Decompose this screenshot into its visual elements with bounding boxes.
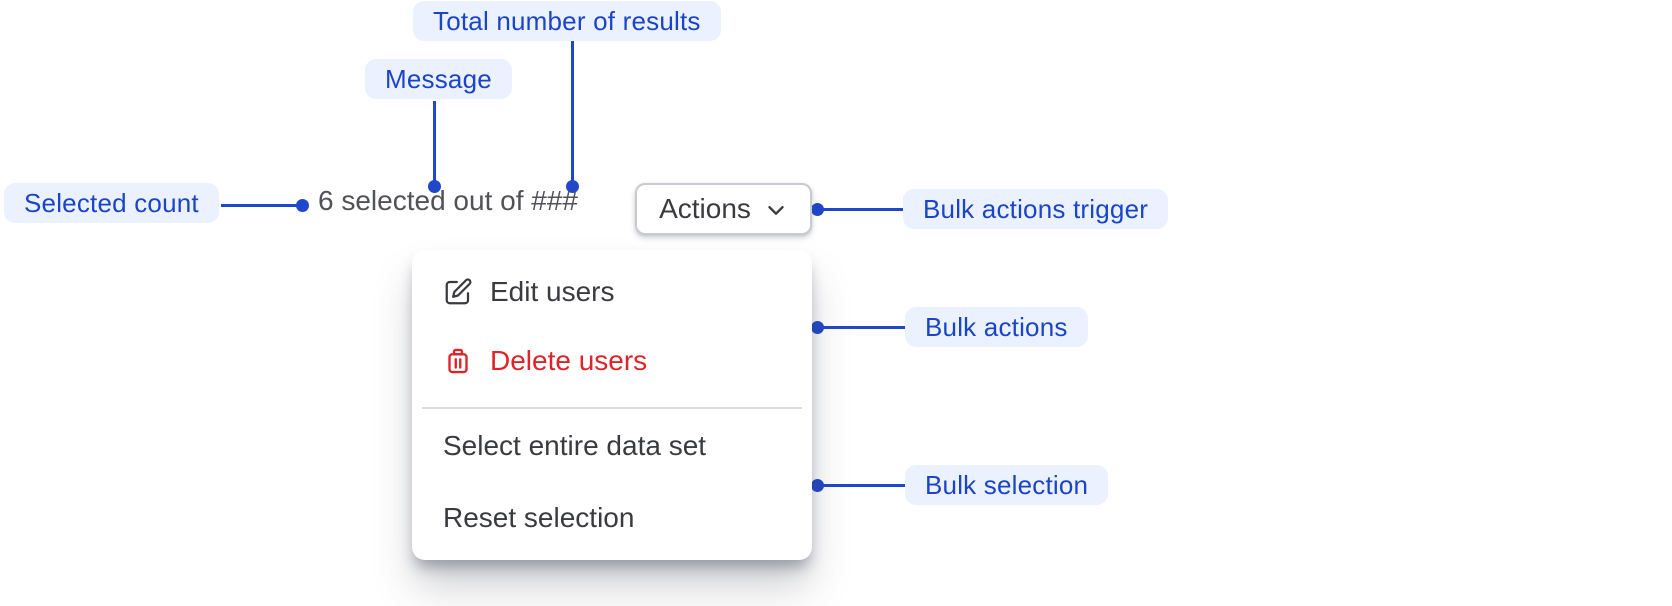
- connector-dot-total-results: [566, 180, 579, 193]
- connector-line-bulk-actions-trigger: [823, 208, 903, 211]
- menu-item-label: Delete users: [490, 345, 648, 376]
- menu-divider: [422, 407, 802, 409]
- connector-dot-bulk-actions-trigger: [811, 203, 824, 216]
- trash-icon: [443, 346, 473, 376]
- connector-line-message: [433, 101, 436, 185]
- bulk-actions-menu: Edit users Delete users Select entire da…: [412, 250, 812, 560]
- actions-button-label: Actions: [659, 193, 751, 224]
- annotation-badge-message: Message: [365, 59, 512, 99]
- connector-dot-selected-count: [296, 199, 309, 212]
- connector-dot-message: [428, 180, 441, 193]
- annotation-badge-total-results: Total number of results: [413, 1, 721, 41]
- menu-item-select-entire-data-set[interactable]: Select entire data set: [412, 422, 812, 470]
- connector-line-bulk-actions: [823, 326, 905, 329]
- annotation-badge-bulk-selection: Bulk selection: [905, 465, 1109, 505]
- selection-message: 6 selected out of ###: [318, 185, 578, 216]
- menu-item-label: Edit users: [490, 276, 615, 307]
- connector-dot-bulk-actions: [811, 321, 824, 334]
- connector-dot-bulk-selection: [811, 479, 824, 492]
- connector-line-bulk-selection: [823, 484, 905, 487]
- annotation-badge-bulk-actions-trigger: Bulk actions trigger: [903, 189, 1169, 229]
- actions-button[interactable]: Actions: [635, 183, 812, 235]
- menu-item-edit-users[interactable]: Edit users: [412, 268, 812, 316]
- connector-line-total-results: [571, 41, 574, 185]
- chevron-down-icon: [764, 198, 788, 222]
- edit-pencil-icon: [443, 277, 473, 307]
- annotation-badge-bulk-actions: Bulk actions: [905, 307, 1088, 347]
- menu-item-label: Reset selection: [443, 502, 635, 533]
- connector-line-selected-count: [221, 204, 297, 207]
- menu-item-reset-selection[interactable]: Reset selection: [412, 494, 812, 542]
- menu-item-label: Select entire data set: [443, 430, 707, 461]
- annotation-badge-selected-count: Selected count: [4, 183, 219, 223]
- menu-item-delete-users[interactable]: Delete users: [412, 337, 812, 385]
